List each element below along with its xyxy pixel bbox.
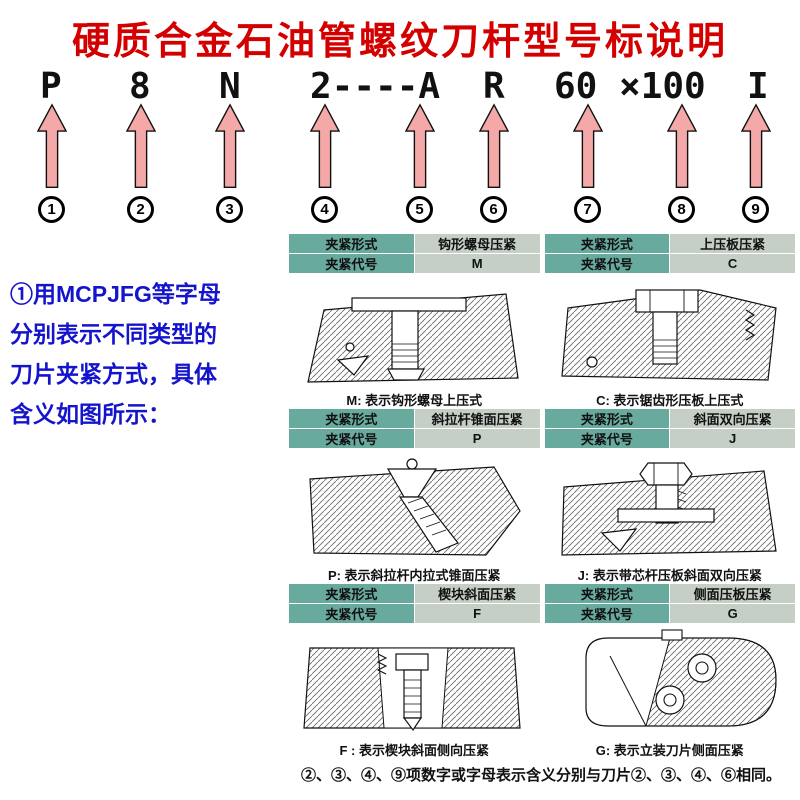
up-arrow-1 bbox=[37, 102, 67, 192]
clamp-caption: G: 表示立装刀片侧面压紧 bbox=[595, 743, 744, 758]
code-segment-2: 8 bbox=[129, 66, 151, 107]
footer-note: ②、③、④、⑨项数字或字母表示含义分别与刀片②、③、④、⑥相同。 bbox=[300, 767, 781, 784]
position-marker-6: 6 bbox=[480, 196, 507, 223]
wedge-incline-side-clamp-diagram bbox=[289, 624, 540, 740]
vertical-insert-side-clamp-diagram bbox=[544, 624, 795, 740]
up-arrow-2 bbox=[126, 102, 156, 192]
clamp-code-label: 夹紧代号 bbox=[289, 604, 414, 623]
position-marker-7: 7 bbox=[574, 196, 601, 223]
clamp-code-value: F bbox=[414, 604, 540, 623]
up-arrow-6 bbox=[479, 102, 509, 192]
panel-header-row: 夹紧形式 楔块斜面压紧 bbox=[289, 584, 540, 603]
serrated-top-plate-clamp-svg bbox=[561, 289, 777, 381]
clamp-form-label: 夹紧形式 bbox=[544, 584, 670, 603]
panel-header-row: 夹紧形式 上压板压紧 bbox=[544, 234, 795, 253]
panel-header-row: 夹紧形式 斜拉杆锥面压紧 bbox=[289, 409, 540, 428]
clamp-form-value: 斜面双向压紧 bbox=[670, 409, 795, 428]
panel-header-row: 夹紧形式 钩形螺母压紧 bbox=[289, 234, 540, 253]
clamp-panel-F: 夹紧形式 楔块斜面压紧 夹紧代号 F F : 表示楔块斜面 bbox=[289, 584, 540, 758]
clamp-form-label: 夹紧形式 bbox=[544, 234, 670, 253]
code-segment-7: I bbox=[747, 66, 769, 107]
code-segment-6: 60 ×100 bbox=[554, 66, 706, 107]
position-marker-8: 8 bbox=[668, 196, 695, 223]
position-marker-5: 5 bbox=[406, 196, 433, 223]
clamp-form-label: 夹紧形式 bbox=[289, 409, 414, 428]
position-marker-2: 2 bbox=[127, 196, 154, 223]
clamp-panel-G: 夹紧形式 侧面压板压紧 夹紧代号 G bbox=[544, 584, 795, 758]
clamp-code-value: C bbox=[670, 254, 795, 273]
panel-header-row: 夹紧代号 F bbox=[289, 604, 540, 623]
panel-header-row: 夹紧形式 斜面双向压紧 bbox=[544, 409, 795, 428]
page-title: 硬质合金石油管螺纹刀杆型号标说明 bbox=[71, 21, 728, 63]
wedge-incline-side-clamp-svg bbox=[303, 647, 521, 732]
clamp-caption: C: 表示锯齿形压板上压式 bbox=[596, 393, 744, 408]
up-arrow-3 bbox=[215, 102, 245, 192]
clamp-code-label: 夹紧代号 bbox=[544, 254, 670, 273]
up-arrow-9 bbox=[741, 102, 771, 192]
clamp-form-value: 斜拉杆锥面压紧 bbox=[414, 409, 540, 428]
clamp-type-note: ①用MCPJFG等字母 分别表示不同类型的 刀片夹紧方式，具体 含义如图所示： bbox=[10, 274, 290, 434]
hook-nut-clamp-diagram bbox=[289, 274, 540, 390]
clamp-panel-M: 夹紧形式 钩形螺母压紧 夹紧代号 M M: 表示钩形螺母上 bbox=[289, 234, 540, 408]
clamp-code-value: J bbox=[670, 429, 795, 448]
note-line-3: 刀片夹紧方式，具体 bbox=[10, 361, 217, 387]
clamp-code-label: 夹紧代号 bbox=[289, 254, 414, 273]
clamp-form-value: 侧面压板压紧 bbox=[670, 584, 795, 603]
clamp-code-value: M bbox=[414, 254, 540, 273]
clamp-form-value: 上压板压紧 bbox=[670, 234, 795, 253]
clamp-form-value: 楔块斜面压紧 bbox=[414, 584, 540, 603]
code-segment-1: P bbox=[40, 66, 62, 107]
code-segment-3: N bbox=[219, 66, 241, 107]
core-rod-plate-bidirectional-clamp-svg bbox=[561, 462, 777, 556]
clamp-code-value: P bbox=[414, 429, 540, 448]
panel-header-row: 夹紧代号 G bbox=[544, 604, 795, 623]
panel-header-row: 夹紧代号 M bbox=[289, 254, 540, 273]
core-rod-plate-bidirectional-clamp-diagram bbox=[544, 449, 795, 565]
panel-header-row: 夹紧代号 C bbox=[544, 254, 795, 273]
position-marker-1: 1 bbox=[38, 196, 65, 223]
note-line-1: ①用MCPJFG等字母 bbox=[10, 281, 221, 307]
clamp-form-label: 夹紧形式 bbox=[544, 409, 670, 428]
clamp-form-label: 夹紧形式 bbox=[289, 234, 414, 253]
inclined-pull-rod-cone-clamp-svg bbox=[309, 458, 521, 556]
clamp-code-label: 夹紧代号 bbox=[544, 429, 670, 448]
clamp-code-label: 夹紧代号 bbox=[544, 604, 670, 623]
inclined-pull-rod-cone-clamp-diagram bbox=[289, 449, 540, 565]
panel-header-row: 夹紧代号 J bbox=[544, 429, 795, 448]
clamp-code-value: G bbox=[670, 604, 795, 623]
code-segment-4: 2----A bbox=[310, 66, 441, 107]
vertical-insert-side-clamp-svg bbox=[585, 629, 777, 727]
position-marker-9: 9 bbox=[742, 196, 769, 223]
clamp-code-label: 夹紧代号 bbox=[289, 429, 414, 448]
serrated-top-plate-clamp-diagram bbox=[544, 274, 795, 390]
clamp-panels-grid: 夹紧形式 钩形螺母压紧 夹紧代号 M M: 表示钩形螺母上 bbox=[289, 234, 795, 758]
clamp-caption: J: 表示带芯杆压板斜面双向压紧 bbox=[577, 568, 762, 583]
position-marker-3: 3 bbox=[216, 196, 243, 223]
up-arrow-7 bbox=[573, 102, 603, 192]
clamp-caption: F : 表示楔块斜面侧向压紧 bbox=[339, 743, 490, 758]
hook-nut-clamp-svg bbox=[307, 293, 519, 383]
clamp-panel-P: 夹紧形式 斜拉杆锥面压紧 夹紧代号 P P: 表示斜拉杆内拉式锥面压紧 bbox=[289, 409, 540, 583]
clamp-panel-J: 夹紧形式 斜面双向压紧 夹紧代号 J J: 表示带芯杆压板 bbox=[544, 409, 795, 583]
panel-header-row: 夹紧代号 P bbox=[289, 429, 540, 448]
up-arrow-4 bbox=[310, 102, 340, 192]
clamp-caption: P: 表示斜拉杆内拉式锥面压紧 bbox=[327, 568, 501, 583]
note-line-2: 分别表示不同类型的 bbox=[10, 321, 217, 347]
up-arrow-8 bbox=[667, 102, 697, 192]
note-line-4: 含义如图所示： bbox=[10, 401, 171, 427]
clamp-form-label: 夹紧形式 bbox=[289, 584, 414, 603]
panel-header-row: 夹紧形式 侧面压板压紧 bbox=[544, 584, 795, 603]
clamp-caption: M: 表示钩形螺母上压式 bbox=[346, 393, 483, 408]
position-marker-4: 4 bbox=[311, 196, 338, 223]
code-segment-5: R bbox=[483, 66, 505, 107]
up-arrow-5 bbox=[405, 102, 435, 192]
clamp-form-value: 钩形螺母压紧 bbox=[414, 234, 540, 253]
clamp-panel-C: 夹紧形式 上压板压紧 夹紧代号 C C: 表示锯齿形压板上 bbox=[544, 234, 795, 408]
